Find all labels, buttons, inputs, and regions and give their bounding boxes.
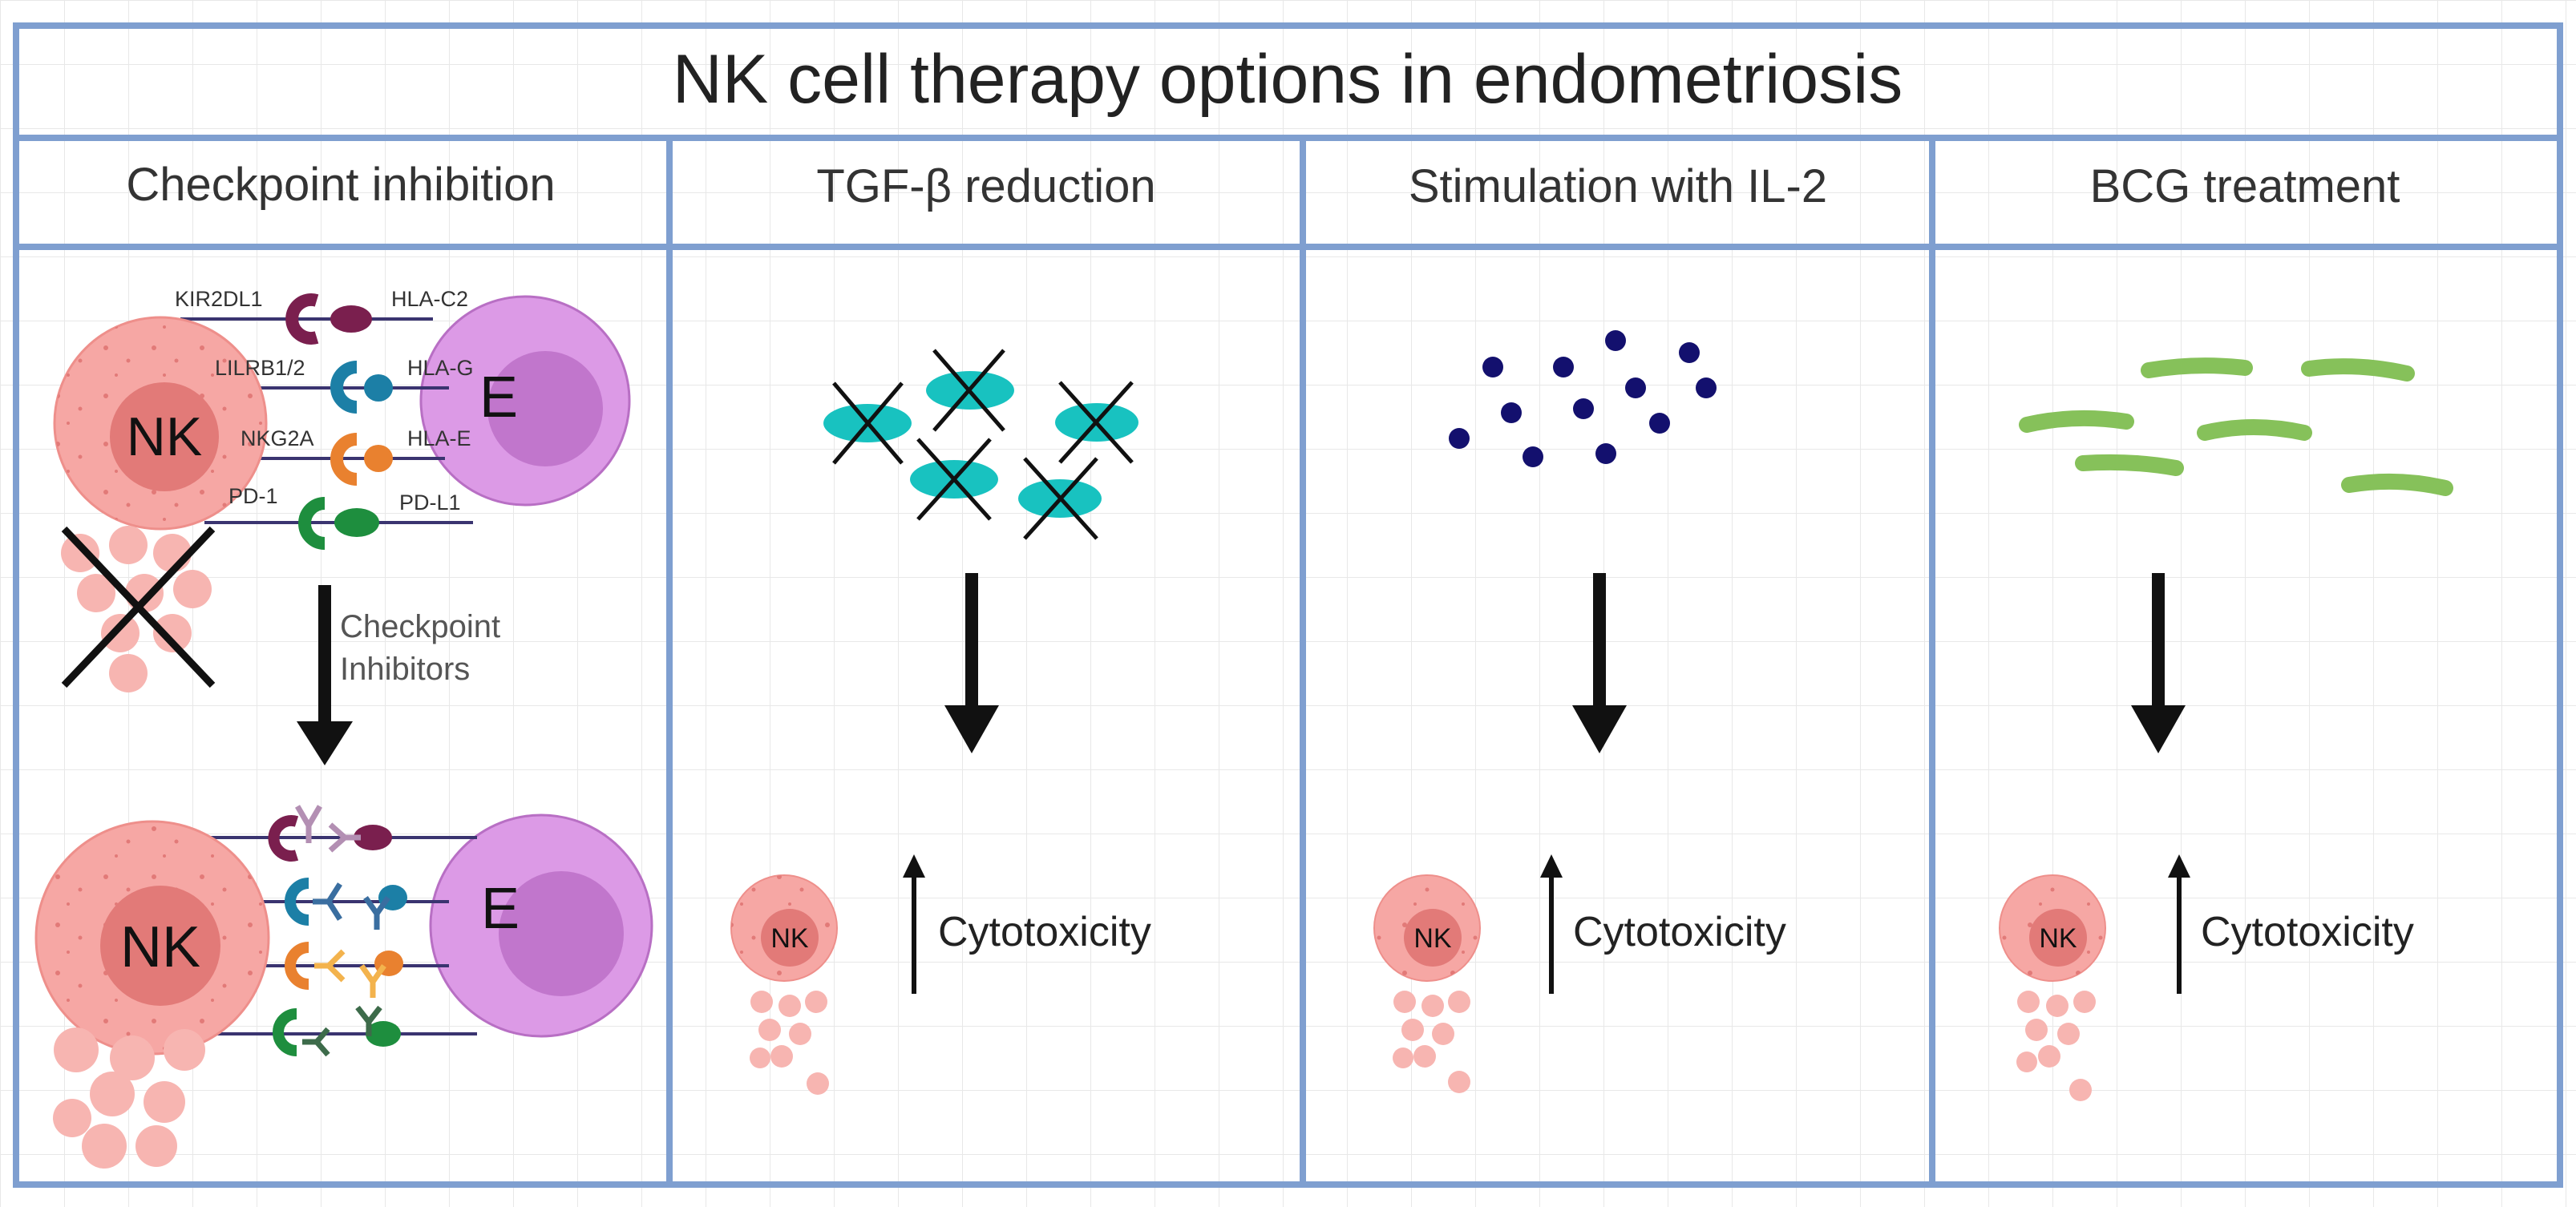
increase-arrow-bcg bbox=[2168, 854, 2190, 994]
nk-cell-il2: NK bbox=[1373, 874, 1481, 982]
il2-panel: NK Cytotoxicity bbox=[1373, 330, 1786, 1093]
label-kir2dl1: KIR2DL1 bbox=[175, 287, 263, 311]
tgf-crosses bbox=[832, 349, 1134, 540]
nk-label-tgf: NK bbox=[770, 923, 809, 954]
antibody-icon bbox=[313, 882, 342, 921]
antibody-icon bbox=[359, 963, 386, 998]
nk-label-il2: NK bbox=[1413, 923, 1452, 954]
label-hla-c2: HLA-C2 bbox=[391, 287, 468, 311]
label-pd1: PD-1 bbox=[228, 484, 278, 508]
figure-title: NK cell therapy options in endometriosis bbox=[673, 41, 1903, 118]
receptor-lilrb bbox=[330, 361, 358, 414]
ligand-pd-l1 bbox=[334, 508, 379, 537]
outer-frame bbox=[13, 22, 2563, 1188]
antibody-icon bbox=[302, 1027, 330, 1057]
granules-il2 bbox=[1393, 991, 1470, 1093]
tgf-arrow bbox=[944, 573, 999, 753]
pair-kir2dl1: KIR2DL1 HLA-C2 bbox=[175, 287, 468, 345]
label-nkg2a: NKG2A bbox=[241, 426, 314, 450]
nk-label-top: NK bbox=[127, 406, 202, 467]
bcg-panel: NK Cytotoxicity bbox=[1999, 357, 2453, 1101]
label-pd-l1: PD-L1 bbox=[399, 490, 461, 515]
checkpoint-panel: E NK bbox=[34, 287, 653, 1169]
antibody-icon bbox=[314, 949, 346, 983]
receptor-pd1 bbox=[298, 497, 326, 550]
ligand-hla-g bbox=[364, 374, 393, 402]
antibody-icon bbox=[363, 895, 390, 930]
cytotoxicity-label-il2: Cytotoxicity bbox=[1573, 909, 1786, 955]
receptor-nkg2a bbox=[330, 433, 358, 486]
endometriotic-cell-bottom: E bbox=[429, 813, 653, 1038]
pair-lilrb: LILRB1/2 HLA-G bbox=[215, 356, 474, 414]
antibody-icon bbox=[328, 822, 361, 853]
pair-nkg2a: NKG2A HLA-E bbox=[241, 426, 471, 486]
il2-arrow bbox=[1572, 573, 1627, 753]
nk-cell-bottom: NK bbox=[34, 820, 270, 1056]
tgf-panel: NK Cytotoxicity bbox=[730, 349, 1151, 1095]
frame bbox=[13, 22, 2563, 1188]
antibody-icon bbox=[294, 805, 323, 843]
nk-cell-top: NK bbox=[53, 316, 268, 531]
label-lilrb: LILRB1/2 bbox=[215, 356, 305, 380]
ligand-hla-e bbox=[364, 445, 393, 472]
granules-tgf bbox=[750, 991, 829, 1095]
panel-header-bcg: BCG treatment bbox=[2090, 160, 2400, 212]
nk-label-bottom: NK bbox=[120, 915, 200, 979]
bcg-arrow bbox=[2131, 573, 2186, 753]
cytotoxicity-label-tgf: Cytotoxicity bbox=[938, 909, 1151, 955]
antibody-icon bbox=[355, 1005, 382, 1036]
endometriotic-cell-top: E bbox=[419, 295, 631, 507]
arrow-label-inhibitors: Inhibitors bbox=[340, 652, 470, 687]
blocked-cross bbox=[61, 526, 216, 688]
checkpoint-arrow bbox=[297, 585, 353, 765]
receptor-kir2dl1 bbox=[285, 293, 319, 345]
nk-label-bcg: NK bbox=[2039, 923, 2077, 954]
bcg-bacteria bbox=[2019, 357, 2453, 496]
panel-header-il2: Stimulation with IL-2 bbox=[1409, 160, 1827, 212]
endo-label-top: E bbox=[479, 365, 518, 430]
nk-cell-tgf: NK bbox=[730, 874, 838, 982]
il2-molecules bbox=[1449, 330, 1717, 467]
pair-pd1: PD-1 PD-L1 bbox=[228, 484, 461, 550]
granules-bcg bbox=[2016, 991, 2096, 1101]
cytotoxicity-label-bcg: Cytotoxicity bbox=[2201, 909, 2414, 955]
panel-header-checkpoint: Checkpoint inhibition bbox=[126, 159, 555, 211]
panel-header-tgf: TGF-β reduction bbox=[816, 160, 1155, 212]
ligand-hla-c2 bbox=[330, 305, 372, 333]
increase-arrow-tgf bbox=[903, 854, 925, 994]
label-hla-g: HLA-G bbox=[407, 356, 474, 380]
increase-arrow-il2 bbox=[1540, 854, 1563, 994]
blocked-pairs bbox=[268, 805, 407, 1057]
label-hla-e: HLA-E bbox=[407, 426, 471, 450]
arrow-label-checkpoint: Checkpoint bbox=[340, 609, 500, 644]
endo-label-bottom: E bbox=[481, 877, 520, 941]
nk-cell-bcg: NK bbox=[1999, 874, 2106, 982]
granules-released bbox=[53, 1027, 205, 1169]
